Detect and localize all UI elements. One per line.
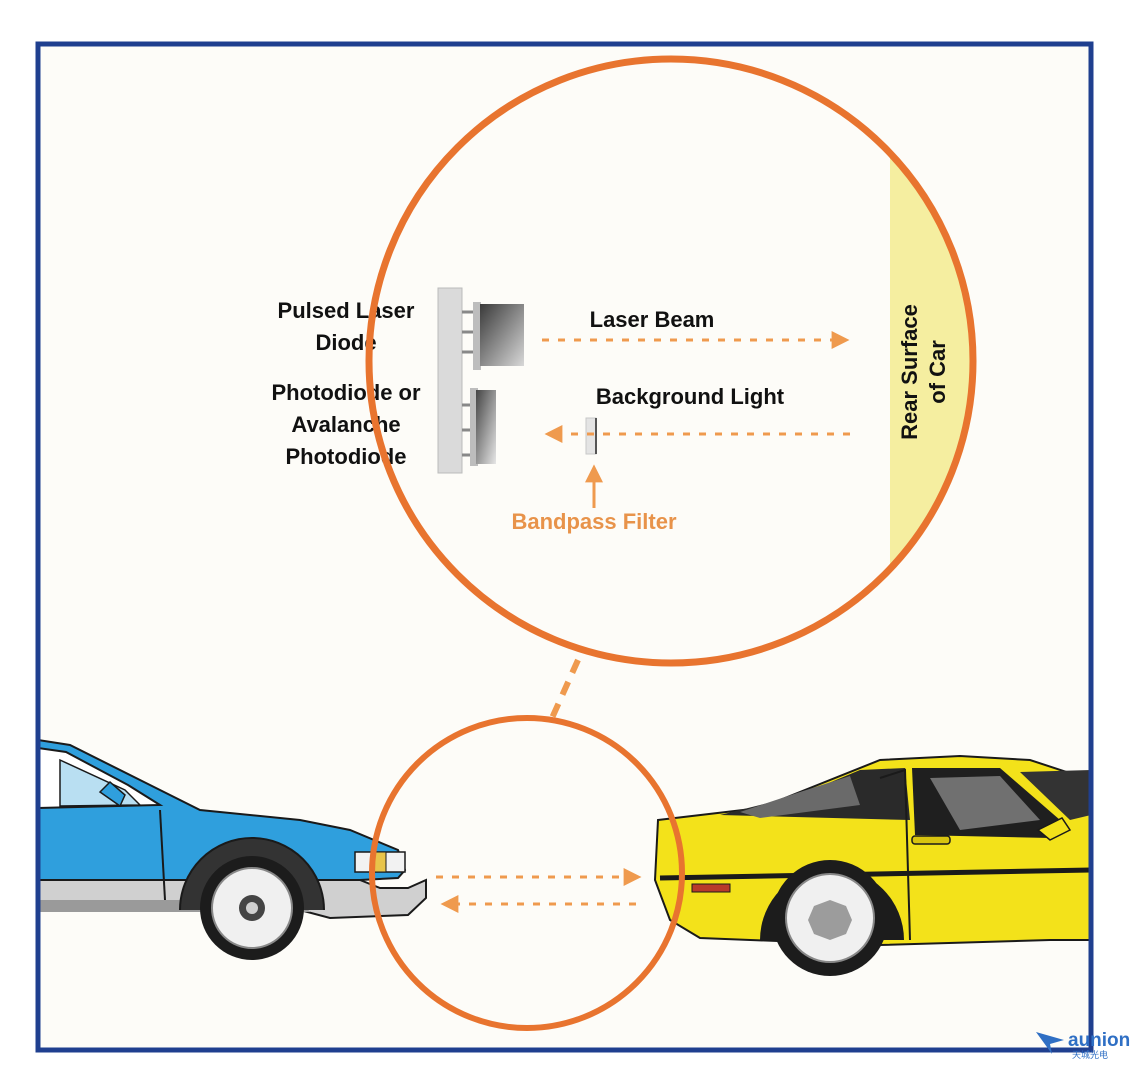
photodiode-label: Photodiode or xyxy=(271,380,421,405)
bandpass-filter-label: Bandpass Filter xyxy=(511,509,676,534)
sensor-mount-plate xyxy=(437,287,463,474)
blue-car xyxy=(38,738,427,960)
background-light-label: Background Light xyxy=(596,384,785,409)
photodiode-label: Avalanche xyxy=(291,412,400,437)
aunion-logo: aunion 天城光电 xyxy=(1036,1030,1130,1061)
rear-surface-label-group: Rear Surface of Car xyxy=(897,304,950,440)
outer-frame xyxy=(35,41,1094,1053)
laser-diode-base xyxy=(473,302,481,370)
photodiode-icon xyxy=(476,390,496,464)
laser-beam-label: Laser Beam xyxy=(590,307,715,332)
yellow-car xyxy=(653,754,1091,976)
logo-plane-icon xyxy=(1036,1032,1064,1054)
logo-subtitle: 天城光电 xyxy=(1072,1049,1108,1061)
bandpass-filter-icon xyxy=(585,417,597,455)
pulsed-laser-diode-label: Pulsed Laser xyxy=(278,298,415,323)
sensor-highlight-circle xyxy=(369,715,685,1031)
zoom-circle xyxy=(365,55,977,667)
photodiode-base xyxy=(470,388,478,466)
zoom-connector xyxy=(549,658,581,720)
rear-surface-label: Rear Surface xyxy=(897,304,922,440)
laser-diode-icon xyxy=(480,304,524,366)
logo-name: aunion xyxy=(1068,1030,1130,1051)
rear-surface-label: of Car xyxy=(925,340,950,404)
cars-scene xyxy=(38,738,1091,976)
